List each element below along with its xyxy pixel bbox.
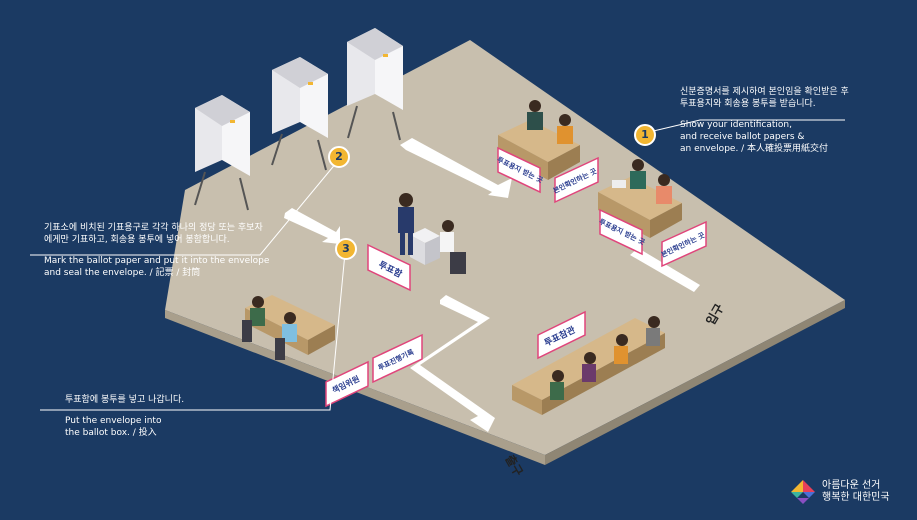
leader-line-3 bbox=[40, 252, 346, 411]
desk-id bbox=[598, 159, 682, 238]
step-1-en-text: Show your identification, and receive ba… bbox=[680, 120, 829, 154]
path-arrow bbox=[410, 295, 495, 432]
tangram-logo-icon bbox=[791, 480, 815, 504]
desk-manager bbox=[242, 295, 335, 360]
step-2-marker: 2 bbox=[328, 146, 350, 168]
step-1-marker: 1 bbox=[634, 124, 656, 146]
floor-edge-right bbox=[545, 300, 845, 465]
path-arrow bbox=[630, 248, 700, 292]
step-2-en-text: Mark the ballot paper and put it into th… bbox=[44, 256, 270, 278]
sign-manager: 책임위원 bbox=[325, 360, 369, 408]
voting-booth bbox=[194, 95, 250, 211]
step-2-note: 기표소에 비치된 기표용구로 각각 하나의 정당 또는 후보자 에게만 기표하고… bbox=[44, 222, 304, 279]
observer-desk bbox=[512, 316, 665, 415]
step-1-note: 신분증명서를 제시하여 본인임을 확인받은 후 투표용지와 회송용 봉투를 받습… bbox=[680, 86, 880, 155]
step-2-ko-text: 기표소에 비치된 기표용구로 각각 하나의 정당 또는 후보자 에게만 기표하고… bbox=[44, 223, 263, 245]
step-3-note: 투표함에 봉투를 넣고 나갑니다. Put the envelope into … bbox=[65, 394, 285, 439]
brand-logo: 아름다운 선거 행복한 대한민국 bbox=[790, 479, 890, 505]
floor bbox=[165, 40, 845, 455]
voting-booth bbox=[347, 28, 403, 141]
brand-line-2: 행복한 대한민국 bbox=[822, 492, 890, 503]
step-1-ko-text: 신분증명서를 제시하여 본인임을 확인받은 후 투표용지와 회송용 봉투를 받습… bbox=[680, 87, 849, 109]
path-arrow bbox=[284, 208, 340, 244]
step-3-ko-text: 투표함에 봉투를 넣고 나갑니다. bbox=[65, 395, 185, 405]
brand-line-1: 아름다운 선거 bbox=[822, 480, 881, 491]
ballot-box-area bbox=[398, 193, 466, 274]
path-arrow bbox=[400, 138, 512, 198]
step-3-marker: 3 bbox=[335, 238, 357, 260]
brand-text: 아름다운 선거 행복한 대한민국 bbox=[822, 480, 890, 504]
step-3-en-text: Put the envelope into the ballot box. / … bbox=[65, 416, 162, 438]
voting-booth bbox=[271, 57, 328, 171]
leader-line-2 bbox=[30, 161, 338, 256]
leader-line-1 bbox=[644, 119, 845, 134]
sign-ballot-box: 투표함 bbox=[367, 243, 411, 292]
